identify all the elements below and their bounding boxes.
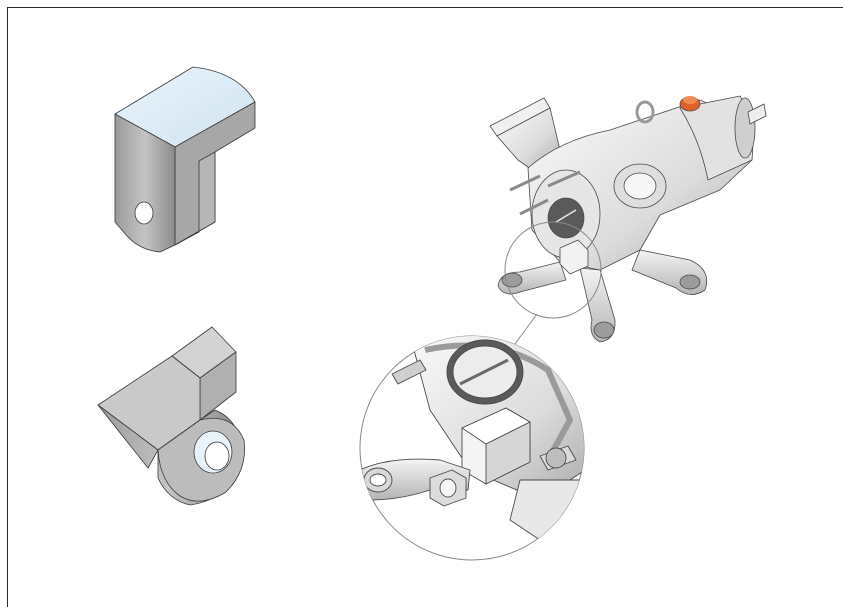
bracket-a <box>114 66 256 253</box>
bracket-a-front-face <box>114 113 176 253</box>
adjuster-block <box>559 239 589 275</box>
motor-end <box>734 97 756 159</box>
lifting-eye <box>635 100 655 124</box>
bracket-b-hole-inner <box>204 441 230 471</box>
motor-shaft <box>747 103 767 125</box>
bracket-a-inner-face <box>174 151 216 246</box>
inspection-cover <box>547 197 585 239</box>
detail-view <box>359 335 585 561</box>
detail-callout-small <box>504 221 602 319</box>
figure-frame <box>7 7 843 607</box>
pump-assembly <box>489 95 767 343</box>
bracket-b <box>97 326 245 506</box>
bracket-a-hole <box>134 201 154 225</box>
callout-leader <box>511 313 538 349</box>
